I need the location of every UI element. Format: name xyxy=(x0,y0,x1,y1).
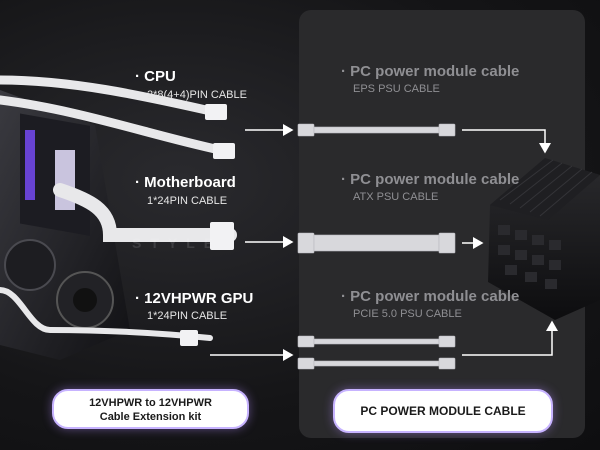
atx-module-sublabel: ATX PSU CABLE xyxy=(353,191,439,203)
extension-kit-line1: 12VHPWR to 12VHPWR xyxy=(89,397,212,409)
gpu-sublabel: 1*24PIN CABLE xyxy=(147,310,228,322)
cpu-label: · CPU xyxy=(135,68,176,85)
pc-case-image xyxy=(0,90,130,360)
arrow-icon xyxy=(462,320,558,356)
atx-module-label: · PC power module cable xyxy=(341,171,520,188)
arrow-icon xyxy=(462,129,551,154)
cable-image xyxy=(0,75,237,341)
power-module-cable-button[interactable]: PC POWER MODULE CABLE xyxy=(333,389,553,433)
gpu-label: · 12VHPWR GPU xyxy=(135,290,254,307)
cpu-sublabel: 2*8(4+4)PIN CABLE xyxy=(147,89,247,101)
extension-kit-line2: Cable Extension kit xyxy=(99,411,202,423)
motherboard-label: · Motherboard xyxy=(135,174,236,191)
psu-image xyxy=(488,158,600,320)
eps-module-sublabel: EPS PSU CABLE xyxy=(353,83,440,95)
pcie-module-label: · PC power module cable xyxy=(341,288,520,305)
motherboard-sublabel: 1*24PIN CABLE xyxy=(147,195,228,207)
watermark-text: STYLE xyxy=(132,235,223,251)
pcie-module-sublabel: PCIE 5.0 PSU CABLE xyxy=(353,308,462,320)
extension-kit-button[interactable]: 12VHPWR to 12VHPWR Cable Extension kit xyxy=(52,389,249,429)
eps-module-label: · PC power module cable xyxy=(341,63,520,80)
cable-image xyxy=(297,123,456,370)
